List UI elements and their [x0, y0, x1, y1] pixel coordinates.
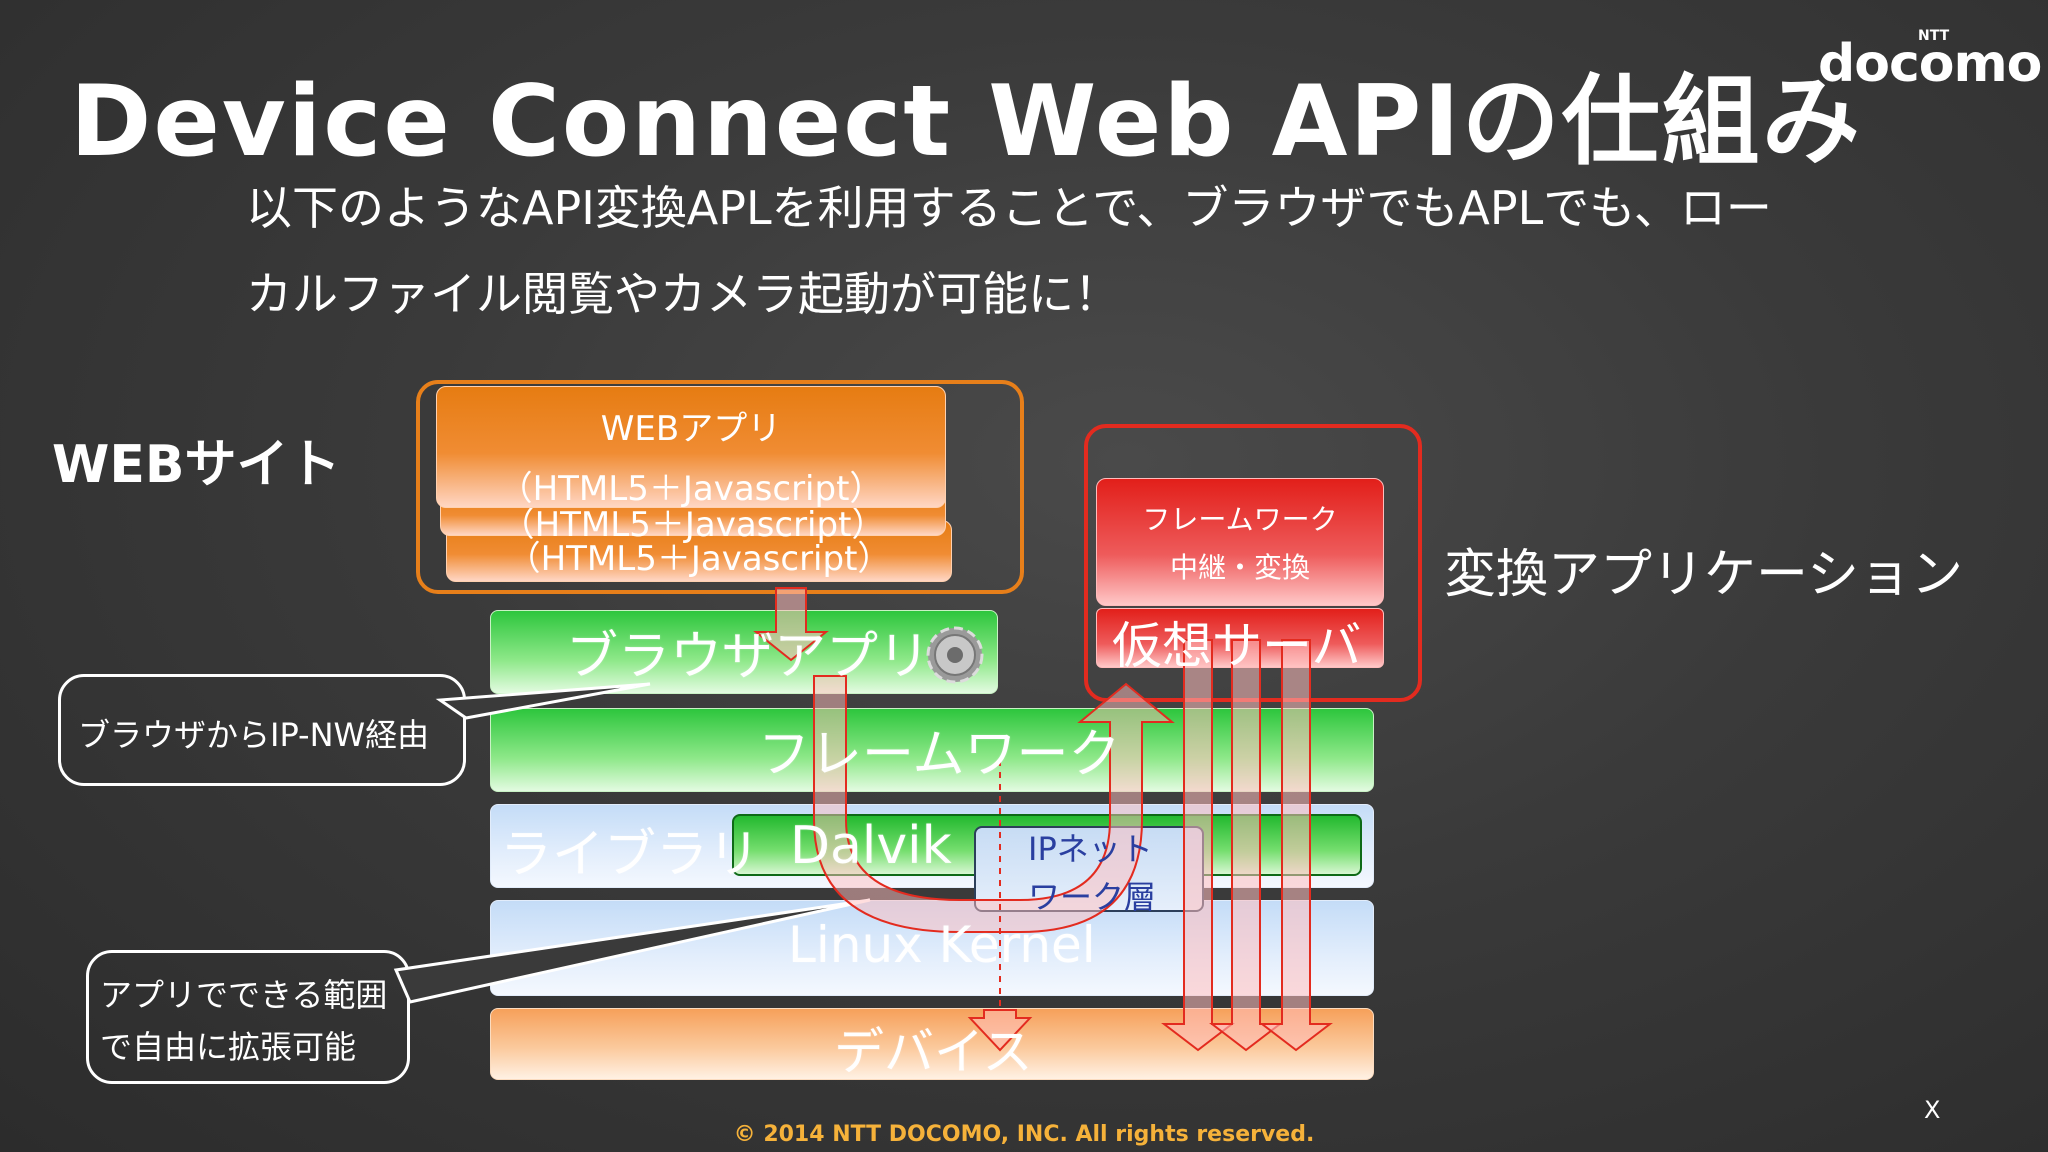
framework-label: フレームワーク: [758, 725, 1121, 785]
web-app-frame: [416, 380, 1024, 594]
callout-app-text-1: アプリでできる範囲: [100, 976, 388, 1014]
framework-relay-label-1: フレームワーク: [1142, 503, 1338, 536]
device-label: デバイス: [834, 1023, 1033, 1081]
web-app-title: WEBアプリ: [600, 409, 782, 449]
subtitle-line-1: 以下のようなAPI変換APLを利用することで、ブラウザでもAPLでも、ロー: [246, 181, 1772, 235]
page-mark: X: [1924, 1096, 1941, 1124]
web-app-card-front: WEBアプリ （HTML5＋Javascript）: [436, 386, 946, 509]
conversion-app-label: 変換アプリケーション: [1444, 545, 1963, 605]
library-label: ライブラリ: [500, 825, 761, 885]
copyright-text: © 2014 NTT DOCOMO, INC. All rights reser…: [733, 1122, 1315, 1147]
browser-app-label: ブラウザアプリ: [566, 627, 931, 687]
web-app-tech: （HTML5＋Javascript）: [498, 469, 884, 509]
ip-network-label-line-1: IPネット: [1028, 830, 1153, 868]
framework-relay-label-2: 中継・変換: [1169, 551, 1310, 584]
virtual-server-label: 仮想サーバ: [1112, 617, 1362, 675]
web-app-card-middle-tech: （HTML5＋Javascript）: [500, 505, 886, 545]
logo-brand-text: docomo: [1818, 34, 2042, 94]
docomo-logo: NTT docomo: [1818, 28, 2042, 94]
callout-browser-ip-text: ブラウザからIP-NW経由: [78, 716, 430, 754]
linux-kernel-label: Linux Kernel: [788, 916, 1096, 974]
logo-ntt-text: NTT: [1918, 28, 1950, 44]
callout-browser-ip: [58, 674, 466, 786]
dalvik-label: Dalvik: [790, 816, 952, 876]
framework-relay-box: [1096, 478, 1384, 606]
web-site-label-text: WEBサイト: [52, 435, 341, 495]
callout-app-text-2: で自由に拡張可能: [100, 1028, 357, 1066]
slide-title: Device Connect Web APIの仕組み: [70, 65, 1862, 179]
web-app-card-back-tech: （HTML5＋Javascript）: [506, 539, 892, 579]
ip-network-label-line-2: ワーク層: [1028, 878, 1157, 916]
gear-icon: [926, 626, 984, 684]
callout-app-extension: [86, 950, 410, 1084]
subtitle-line-2: カルファイル閲覧やカメラ起動が可能に！: [246, 267, 1120, 321]
web-site-label: WEBサイト: [52, 422, 341, 497]
